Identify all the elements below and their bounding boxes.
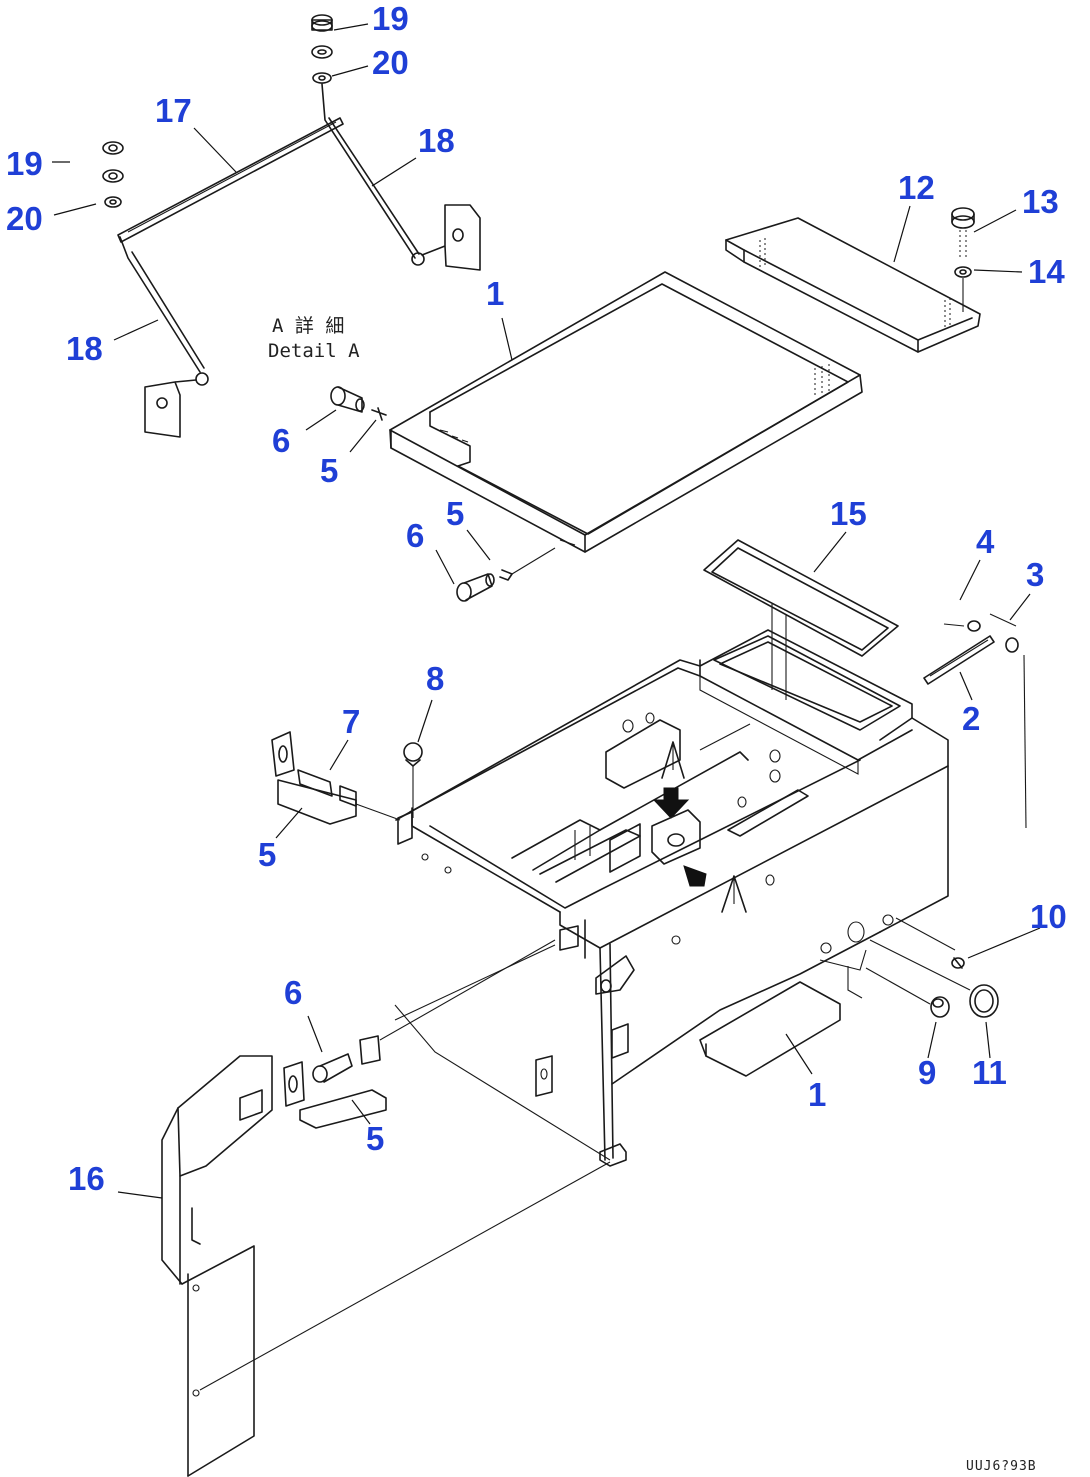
latch-6-upper (330, 386, 387, 421)
callout-13: 13 (1022, 183, 1059, 220)
callout-5: 5 (446, 495, 464, 532)
callout-1: 1 (486, 275, 504, 312)
washer-20-left (104, 196, 122, 208)
cap-9 (930, 996, 950, 1018)
callout-5: 5 (320, 452, 338, 489)
rod-18-right (321, 83, 481, 271)
callout-12: 12 (898, 169, 935, 206)
nut-19-top (311, 14, 333, 32)
callout-11: 11 (972, 1054, 1007, 1091)
callout-5: 5 (366, 1120, 384, 1157)
detail-note-line1: A 詳 細 (272, 315, 344, 337)
callout-16: 16 (68, 1160, 105, 1197)
callout-3: 3 (1026, 556, 1044, 593)
cover-plate-12 (725, 217, 981, 353)
cover-16 (161, 1055, 611, 1477)
callout-8: 8 (426, 660, 444, 697)
cap-11 (969, 984, 999, 1018)
section-arrow-a-lower (721, 875, 747, 913)
latch-mechanism (651, 809, 707, 887)
callout-2: 2 (962, 700, 980, 737)
bar-2 (923, 635, 995, 685)
callout-9: 9 (918, 1054, 936, 1091)
latch-6-lower (456, 547, 556, 602)
detail-a-assembly (102, 14, 481, 438)
washer-14 (954, 266, 972, 312)
callout-6: 6 (406, 517, 424, 554)
washer-4 (943, 620, 981, 632)
section-arrow-a-upper (661, 741, 685, 779)
leader-lines (52, 23, 1041, 1199)
callout-1: 1 (808, 1076, 826, 1113)
bolt-3 (989, 613, 1027, 829)
washer-20-top (311, 45, 333, 84)
detail-note-line2: Detail A (268, 340, 360, 362)
callout-19: 19 (372, 0, 409, 37)
callout-10: 10 (1030, 898, 1067, 935)
callout-5: 5 (258, 836, 276, 873)
callout-17: 17 (155, 92, 192, 129)
callout-20: 20 (6, 200, 43, 237)
plug-10 (951, 957, 965, 969)
box-body (394, 629, 971, 1167)
callout-15: 15 (830, 495, 867, 532)
rod-18-left (119, 236, 209, 438)
callout-18: 18 (66, 330, 103, 367)
nut-19-left (102, 141, 124, 183)
callout-6: 6 (272, 422, 290, 459)
callout-14: 14 (1028, 253, 1065, 290)
plug-8 (403, 742, 423, 818)
latch-6-bottom (283, 939, 556, 1129)
drawing-code: UUJ6?93B (966, 1459, 1037, 1474)
callout-20: 20 (372, 44, 409, 81)
lid-frame-1 (389, 271, 863, 553)
callout-4: 4 (976, 523, 995, 560)
rod-17 (117, 117, 344, 243)
bolt-13 (951, 207, 975, 258)
callout-7: 7 (342, 703, 360, 740)
catch-7 (271, 731, 413, 845)
view-arrow (652, 787, 690, 819)
callout-6: 6 (284, 974, 302, 1011)
packing-15 (703, 539, 899, 700)
callout-19: 19 (6, 145, 43, 182)
callout-18: 18 (418, 122, 455, 159)
callout-numbers: 19 20 17 18 19 20 18 12 13 14 1 6 5 5 6 … (6, 0, 1067, 1197)
